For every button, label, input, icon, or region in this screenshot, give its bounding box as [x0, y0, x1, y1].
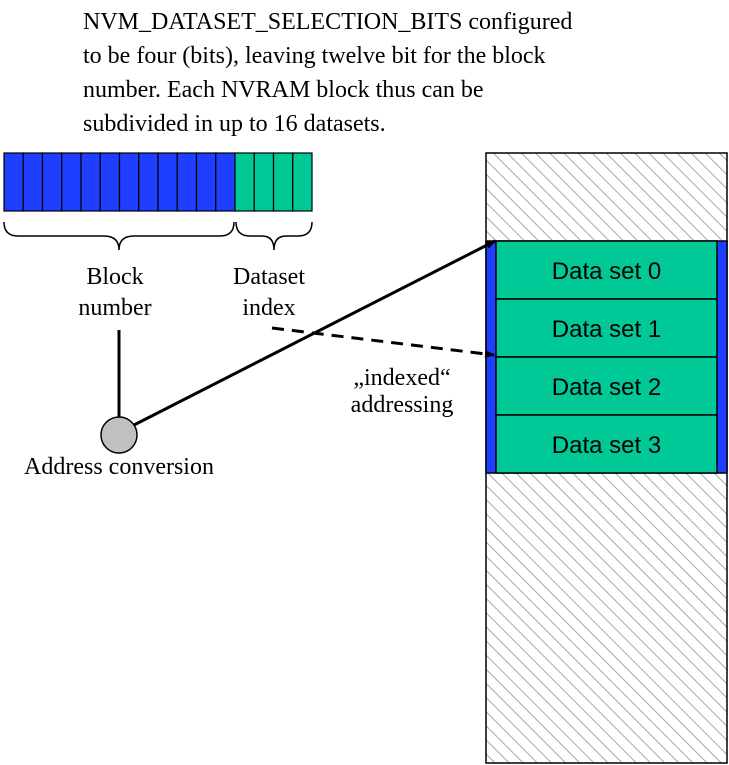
block-number-bit: [215, 152, 236, 212]
dataset-index-brace: [235, 221, 313, 251]
block-number-bit: [61, 152, 82, 212]
header-line-1: NVM_DATASET_SELECTION_BITS configured: [83, 9, 572, 35]
block-number-bit: [157, 152, 178, 212]
block-number-bit: [195, 152, 217, 212]
header-line-4: subdivided in up to 16 datasets.: [83, 111, 386, 137]
nvram-block: Data set 0 Data set 1 Data set 2 Data set 3: [485, 240, 728, 474]
dataset-label: Data set 3: [552, 432, 661, 459]
dataset-index-bit: [253, 152, 275, 212]
indexed-label-line-1: „indexed“: [353, 365, 450, 391]
dataset-index-bit: [234, 152, 255, 212]
header-line-2: to be four (bits), leaving twelve bit fo…: [83, 43, 546, 69]
block-label-line-1: Block: [86, 264, 143, 290]
indexed-addressing-arrow: [271, 326, 495, 358]
block-number-bit: [41, 152, 63, 212]
block-number-bit: [138, 152, 159, 212]
block-number-bit: [80, 152, 101, 212]
address-register: [3, 152, 313, 212]
header-line-3: number. Each NVRAM block thus can be: [83, 77, 484, 103]
block-number-brace: [3, 221, 235, 251]
address-conversion-label: Address conversion: [24, 454, 214, 480]
dataset-cell: [495, 240, 718, 300]
dataset-index-bit: [272, 152, 294, 212]
indexed-label-line-2: addressing: [351, 392, 454, 418]
block-number-bit: [99, 152, 121, 212]
block-number-bit: [176, 152, 198, 212]
block-number-bit: [22, 152, 44, 212]
header-description: NVM_DATASET_SELECTION_BITS configured to…: [83, 9, 572, 137]
dataset-label-line-2: index: [242, 295, 295, 321]
dataset-index-bit: [292, 152, 313, 212]
block-number-bit: [118, 152, 140, 212]
dataset-label: Data set 2: [552, 374, 661, 401]
block-label-line-2: number: [78, 295, 151, 321]
dataset-cell: [495, 414, 718, 474]
dataset-cell: [495, 298, 718, 358]
block-number-bit: [3, 152, 24, 212]
dataset-label: Data set 0: [552, 258, 661, 285]
dataset-label-line-1: Dataset: [233, 264, 305, 290]
dataset-label: Data set 1: [552, 316, 661, 343]
address-conversion-node: [100, 416, 138, 454]
